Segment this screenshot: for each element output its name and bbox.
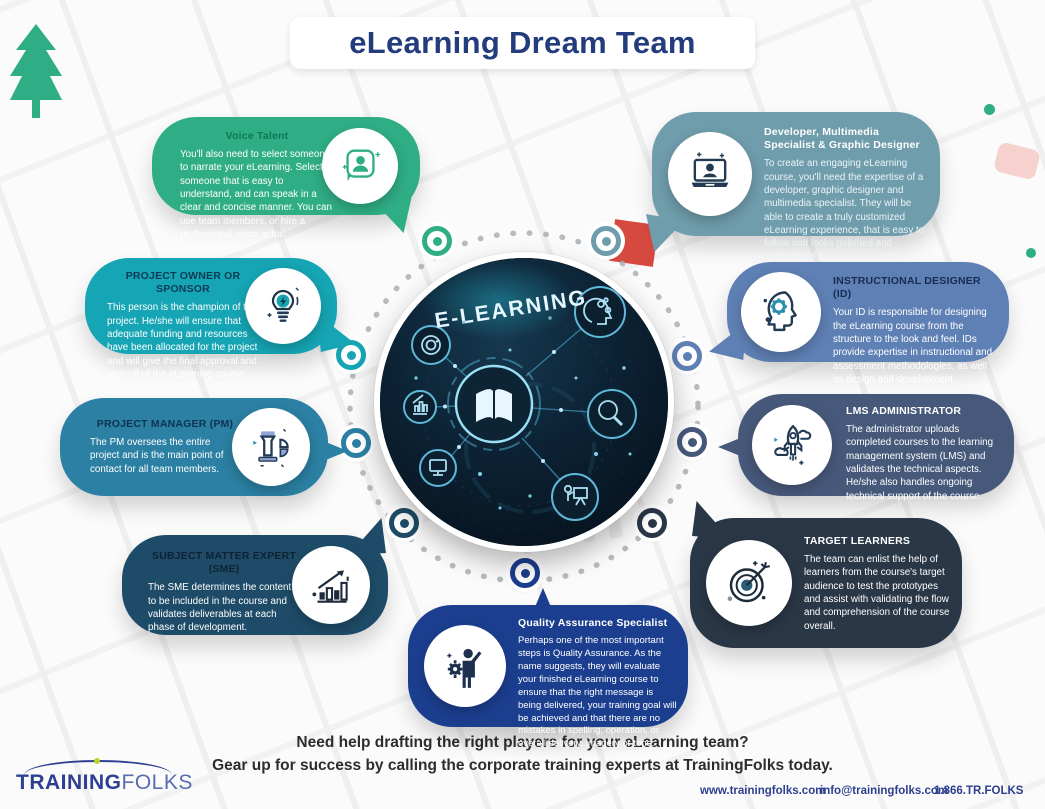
card-body: Perhaps one of the most important steps … (518, 635, 677, 750)
card-title: PROJECT OWNER OR SPONSOR (125, 270, 241, 296)
card-quality-assurance: Quality Assurance Specialist Perhaps one… (408, 588, 688, 749)
green-tree-decor (10, 24, 62, 118)
card-body: The administrator uploads completed cour… (846, 424, 994, 476)
footer-email: info@trainingfolks.com (820, 785, 949, 797)
ring-marker-voice-talent (422, 226, 452, 256)
target-arrow-icon (706, 540, 792, 626)
ring-marker-developer (591, 226, 621, 256)
logo-dot (94, 758, 100, 764)
card-body: To create an engaging eLearning course, … (764, 158, 925, 263)
card-target-learners: TARGET LEARNERS The team can enlist the … (690, 501, 962, 648)
card-developer-multimedia: Developer, Multimedia Specialist & Graph… (646, 112, 940, 262)
open-book-icon (476, 389, 512, 422)
ring-marker-project-manager (341, 428, 371, 458)
rocket-icon (752, 405, 832, 485)
card-title: PROJECT MANAGER (PM) (96, 418, 234, 430)
card-title: LMS ADMINISTRATOR (846, 405, 962, 417)
ring-marker-instructional-designer (672, 341, 702, 371)
bubble-tail (718, 431, 756, 463)
green-dot-decor (984, 104, 995, 115)
card-body: You'll also need to select someone to na… (180, 149, 332, 240)
footer-website: www.trainingfolks.com (700, 785, 826, 797)
page-title: eLearning Dream Team (349, 25, 696, 60)
card-project-manager: PROJECT MANAGER (PM) The PM oversees the… (60, 398, 348, 496)
card-title: INSTRUCTIONAL DESIGNER (ID) (833, 275, 981, 301)
card-title: TARGET LEARNERS (804, 535, 911, 547)
card-body: The team can enlist the help of learners… (804, 554, 950, 632)
card-body: The SME determines the content to be inc… (148, 582, 292, 634)
card-title: Voice Talent (225, 130, 289, 142)
card-title: Quality Assurance Specialist (518, 617, 668, 629)
card-instructional-designer: INSTRUCTIONAL DESIGNER (ID) Your ID is r… (709, 262, 1009, 385)
red-blob-decor (992, 141, 1042, 181)
ring-marker-target-learners (637, 508, 667, 538)
bubble-tail (709, 322, 747, 360)
ring-marker-quality-assurance (510, 558, 540, 588)
card-body: The PM oversees the entire project and i… (90, 437, 224, 475)
lightbulb-bolt-icon (245, 268, 321, 344)
green-dot-decor (1026, 248, 1036, 258)
video-lesson-icon (419, 449, 457, 487)
rook-icon (232, 408, 310, 486)
trainingfolks-logo: TRAININGFOLKS (16, 758, 192, 795)
person-gear-icon (424, 625, 506, 707)
card-voice-talent: Voice Talent You'll also need to select … (152, 117, 420, 240)
title-banner: eLearning Dream Team (290, 17, 755, 69)
card-title: SUBJECT MATTER EXPERT (SME) (151, 550, 297, 576)
presenter-icon (551, 473, 599, 521)
footer-phone: 1.866.TR.FOLKS (934, 785, 1024, 797)
card-body: Your ID is responsible for designing the… (833, 307, 993, 385)
card-project-owner: PROJECT OWNER OR SPONSOR This person is … (85, 258, 355, 380)
search-icon (587, 389, 637, 439)
ring-marker-subject-matter-expert (389, 508, 419, 538)
card-lms-administrator: LMS ADMINISTRATOR The administrator uplo… (718, 394, 1014, 502)
logo-swoosh (24, 758, 172, 775)
card-subject-matter-expert: SUBJECT MATTER EXPERT (SME) The SME dete… (122, 518, 388, 635)
head-gear-icon (741, 272, 821, 352)
card-body: This person is the champion of the proje… (107, 302, 258, 380)
card-title: Developer, Multimedia Specialist & Graph… (764, 126, 920, 152)
ring-marker-lms-administrator (677, 427, 707, 457)
voice-talent-icon (322, 128, 398, 204)
elearning-hub-image: E-LEARNING (374, 252, 674, 552)
card-body-2: He/she also handles ongoing technical su… (846, 477, 983, 502)
developer-icon (668, 132, 752, 216)
growth-chart-icon (292, 546, 370, 624)
